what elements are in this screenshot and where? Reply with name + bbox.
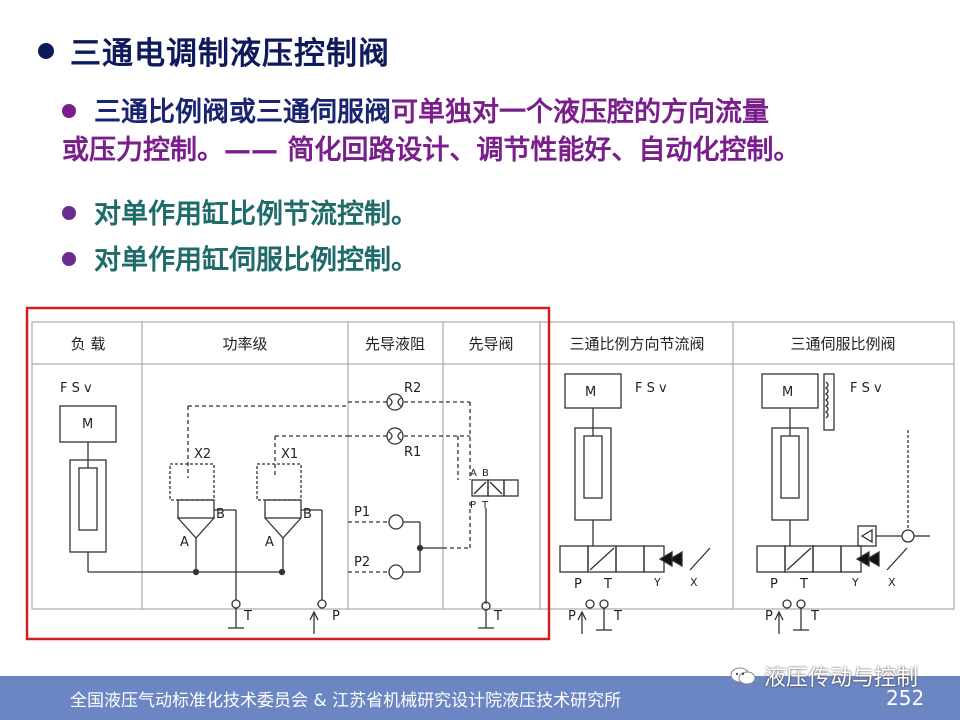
bullet-3: 对单作用缸伺服比例控制。 xyxy=(62,244,418,278)
pilot-resistance: R2 R1 P1 P2 xyxy=(348,381,471,580)
header-pilot-resistance: 先导液阻 xyxy=(365,335,425,353)
summing-junction xyxy=(901,529,915,543)
b-label: B xyxy=(216,507,225,522)
a-label: A xyxy=(180,535,189,550)
r1-label: R1 xyxy=(404,445,421,460)
t-label: T xyxy=(613,609,622,624)
mass-label: M xyxy=(782,385,793,400)
t-label: T xyxy=(493,609,502,624)
bullet-3-text: 对单作用缸伺服比例控制。 xyxy=(94,245,418,276)
check-valve-p1 xyxy=(388,514,404,530)
mass-label: M xyxy=(82,417,93,432)
servo-proportional-valve: M F S v P T Y X P T xyxy=(756,373,930,634)
b-label: B xyxy=(303,507,312,522)
wechat-icon xyxy=(730,667,756,685)
header-proportional-throttle: 三通比例方向节流阀 xyxy=(569,335,704,353)
x-label: X xyxy=(888,576,896,589)
orifice-r1 xyxy=(386,427,404,445)
wechat-badge: 液压传动与控制 xyxy=(730,660,918,692)
orifice-r2 xyxy=(386,393,404,411)
header-servo-proportional: 三通伺服比例阀 xyxy=(790,335,895,353)
bullet-1: 三通比例阀或三通伺服阀可单独对一个液压腔的方向流量 xyxy=(62,96,769,130)
cylinder-body xyxy=(574,427,612,521)
grid-frame xyxy=(31,321,955,610)
t-label: T xyxy=(243,609,252,624)
bullet-dot xyxy=(62,251,76,266)
mass-label: M xyxy=(585,385,596,400)
valve-x1-body xyxy=(264,499,302,519)
bullet-dot xyxy=(62,205,76,220)
valve-x1-pilot xyxy=(256,463,302,501)
x2-label: X2 xyxy=(194,447,211,462)
bullet-2-text: 对单作用缸比例节流控制。 xyxy=(94,199,418,230)
bullet-dot xyxy=(62,103,76,118)
power-stage: X2 B A X1 B A T P xyxy=(169,405,348,634)
cylinder-body xyxy=(69,459,107,553)
highlight-box xyxy=(25,306,551,641)
page-number: 252 xyxy=(886,686,925,710)
p-label: P xyxy=(765,609,773,624)
junction-dot xyxy=(192,568,200,576)
bullet-1-part1: 三通比例阀或三通伺服阀 xyxy=(94,97,391,128)
x1-label: X1 xyxy=(281,447,298,462)
p-label: P xyxy=(574,577,582,592)
y-label: Y xyxy=(851,576,859,589)
p1-label: P1 xyxy=(354,505,370,520)
p-label: P xyxy=(470,500,476,511)
header-load: 负 载 xyxy=(71,335,106,353)
junction-dot xyxy=(278,568,286,576)
a-label: A xyxy=(265,535,274,550)
fsv-label: F S v xyxy=(850,381,882,396)
load-cylinder: F S v M xyxy=(59,381,282,573)
p-label: P xyxy=(332,609,340,624)
proportional-throttle-valve: M F S v P T Y X P T xyxy=(559,373,711,634)
bullet-2: 对单作用缸比例节流控制。 xyxy=(62,198,418,232)
bullet-1-part2: 可单独对一个液压腔的方向流量 xyxy=(391,97,769,128)
t-label: T xyxy=(799,577,808,592)
x-label: X xyxy=(690,576,698,589)
t-label: T xyxy=(810,609,819,624)
p-label: P xyxy=(568,609,576,624)
y-label: Y xyxy=(653,576,661,589)
t-label: T xyxy=(603,577,612,592)
r2-label: R2 xyxy=(404,381,421,396)
page-title: 三通电调制液压控制阀 xyxy=(70,36,390,72)
position-sensor xyxy=(823,373,835,431)
t-label: T xyxy=(481,500,489,511)
diagram-grid xyxy=(31,321,955,610)
footer-text: 全国液压气动标准化技术委员会 & 江苏省机械研究设计院液压技术研究所 xyxy=(70,691,622,711)
valve-x2-body xyxy=(177,499,215,519)
title-bullet xyxy=(38,42,54,59)
fsv-label: F S v xyxy=(635,381,667,396)
check-valve-p2 xyxy=(388,564,404,580)
title-row: 三通电调制液压控制阀 xyxy=(38,28,390,73)
p-label: P xyxy=(770,577,778,592)
footer-bar: 全国液压气动标准化技术委员会 & 江苏省机械研究设计院液压技术研究所 xyxy=(0,676,960,720)
valve-x2-pilot xyxy=(169,463,215,501)
cylinder-body xyxy=(771,427,809,521)
header-pilot-valve: 先导阀 xyxy=(468,335,513,353)
amplifier-box xyxy=(857,525,877,547)
header-power-stage: 功率级 xyxy=(222,335,267,353)
a-label: A xyxy=(470,468,477,479)
p2-label: P2 xyxy=(354,555,370,570)
b-label: B xyxy=(482,468,489,479)
wechat-account-name: 液压传动与控制 xyxy=(764,666,919,691)
bullet-1-line2: 或压力控制。—— 简化回路设计、调节性能好、自动化控制。 xyxy=(62,135,801,166)
fsv-label: F S v xyxy=(60,381,92,396)
pilot-valve: A B P T T xyxy=(470,468,519,629)
